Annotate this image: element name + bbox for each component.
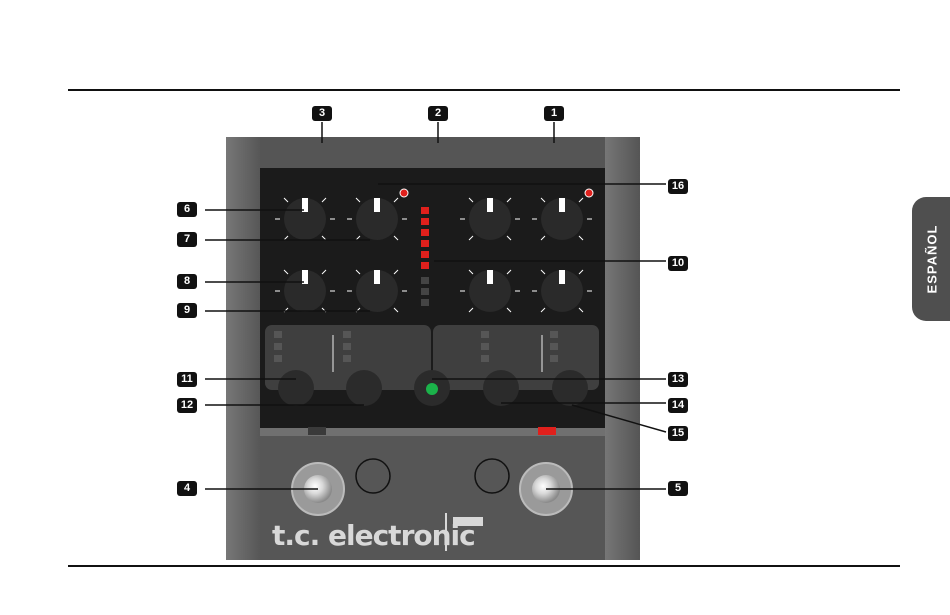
callout-13: 13 — [668, 372, 688, 387]
right-side-rail — [604, 137, 640, 560]
callout-11: 11 — [177, 372, 197, 387]
button-11 — [278, 370, 314, 406]
bypass-indicator-right — [538, 427, 556, 435]
callout-4: 4 — [177, 481, 197, 496]
callout-9: 9 — [177, 303, 197, 318]
clip-led-right — [585, 189, 593, 197]
left-side-rail — [226, 137, 262, 560]
callout-1: 1 — [544, 106, 564, 121]
callout-5: 5 — [668, 481, 688, 496]
callout-6: 6 — [177, 202, 197, 217]
callout-3: 3 — [312, 106, 332, 121]
button-13-led — [426, 383, 438, 395]
callout-10: 10 — [668, 256, 688, 271]
callout-12: 12 — [177, 398, 197, 413]
button-12 — [346, 370, 382, 406]
callout-16: 16 — [668, 179, 688, 194]
bypass-indicator-left — [308, 427, 326, 435]
level-meter — [421, 207, 429, 306]
callout-15: 15 — [668, 426, 688, 441]
brand-logo: t.c. electronic — [272, 519, 475, 552]
callout-7: 7 — [177, 232, 197, 247]
callout-2: 2 — [428, 106, 448, 121]
callout-8: 8 — [177, 274, 197, 289]
callout-14: 14 — [668, 398, 688, 413]
button-14 — [483, 370, 519, 406]
button-15 — [552, 370, 588, 406]
clip-led-left — [400, 189, 408, 197]
